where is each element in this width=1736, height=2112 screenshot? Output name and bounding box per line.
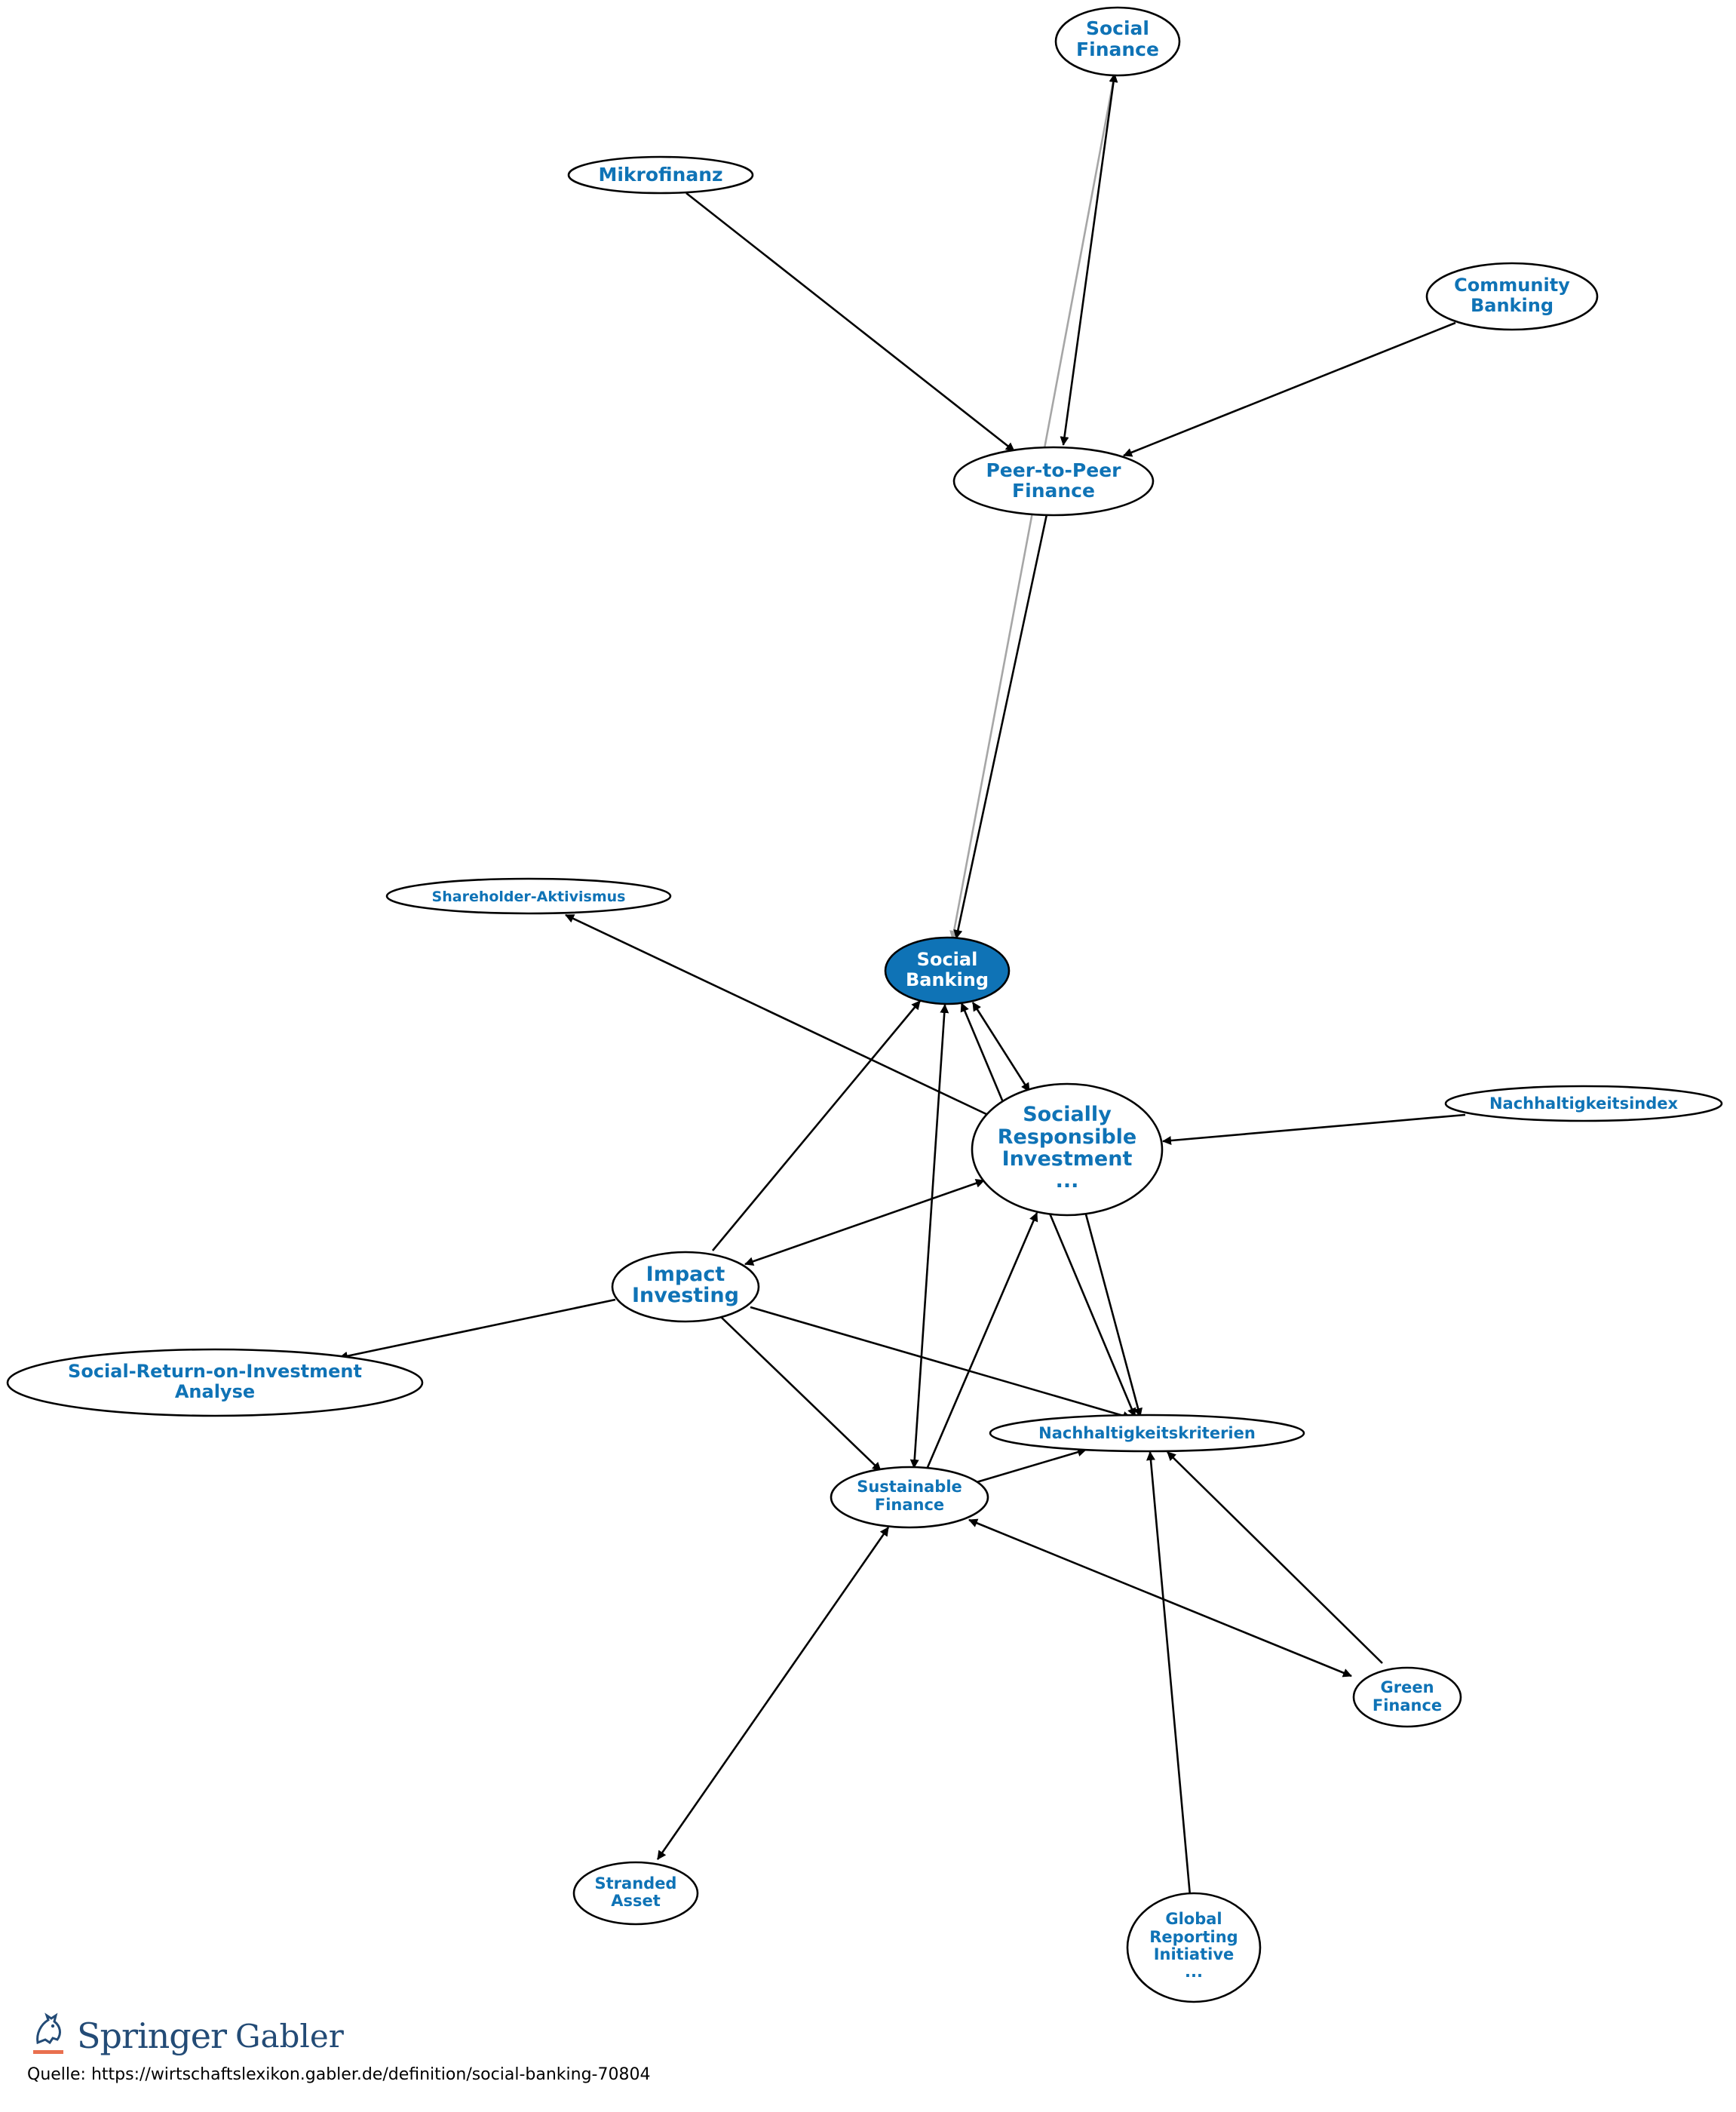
node-label-line: Community	[1454, 275, 1570, 296]
node-label-line: Social	[917, 949, 978, 970]
node-label-line: Nachhaltigkeitskriterien	[1038, 1424, 1256, 1442]
node-nachhaltigkeitsindex[interactable]: Nachhaltigkeitsindex	[1444, 1085, 1723, 1122]
edge-sri-to-kriterien	[1084, 1214, 1143, 1417]
node-label-line: Peer-to-Peer	[986, 459, 1121, 481]
node-sustainable-finance[interactable]: Sustainable Finance	[830, 1466, 989, 1529]
node-community-banking[interactable]: Community Banking	[1425, 262, 1599, 331]
edge-community-banking-to-peer-to-peer	[1123, 321, 1456, 457]
node-label-line: Sustainable	[857, 1478, 962, 1496]
edge-green-finance-to-kriterien	[1167, 1451, 1383, 1664]
node-label-line: Finance	[1012, 480, 1095, 502]
node-socially-responsible-investment[interactable]: Socially Responsible Investment ...	[971, 1082, 1164, 1217]
node-mikrofinanz[interactable]: Mikrofinanz	[567, 155, 754, 195]
node-label-line: Social-Return-on-Investment	[68, 1361, 362, 1382]
node-label-line: Banking	[906, 969, 989, 990]
node-social-finance[interactable]: Social Finance	[1054, 6, 1181, 77]
springer-gabler-logo[interactable]: Springer Gabler	[30, 2012, 344, 2059]
node-label-line: Initiative	[1154, 1945, 1235, 1963]
node-label-line: Asset	[611, 1892, 661, 1910]
edge-mikrofinanz-to-peer-to-peer	[686, 192, 1015, 453]
node-label-line: Finance	[1076, 38, 1159, 60]
edge-social-finance-peer-to-peer	[1060, 73, 1118, 446]
brand-gabler: Gabler	[235, 2017, 344, 2055]
node-global-reporting-initiative[interactable]: Global Reporting Initiative ...	[1126, 1892, 1262, 2003]
edge-impact-investing-sri	[744, 1178, 985, 1266]
node-label-line: Finance	[875, 1496, 944, 1514]
node-social-banking[interactable]: Social Banking	[884, 936, 1011, 1005]
brand-springer: Springer	[77, 2015, 227, 2056]
node-label-line: Reporting	[1149, 1928, 1238, 1946]
node-label-line: Analyse	[175, 1381, 255, 1402]
edge-social-banking-sri	[971, 1002, 1031, 1092]
edge-sustainable-to-kriterien	[976, 1447, 1087, 1484]
node-label-line: Banking	[1471, 295, 1554, 316]
edge-impact-investing-to-sustainable	[719, 1315, 882, 1472]
node-impact-investing[interactable]: Impact Investing	[611, 1251, 760, 1323]
node-label-line: Social	[1086, 17, 1149, 39]
node-label-line: Stranded	[595, 1874, 677, 1893]
node-green-finance[interactable]: Green Finance	[1352, 1666, 1462, 1728]
edge-impact-investing-to-sroi	[339, 1298, 616, 1361]
edge-nachhaltigkeitsindex-to-sri	[1162, 1113, 1466, 1146]
node-label-line: Finance	[1373, 1696, 1442, 1714]
edge-gri-to-kriterien	[1146, 1451, 1192, 1896]
node-label-line: Investment	[1002, 1147, 1133, 1171]
node-label-line: Green	[1380, 1678, 1434, 1696]
node-sroi-analyse[interactable]: Social-Return-on-Investment Analyse	[6, 1348, 424, 1417]
node-label-line: Mikrofinanz	[598, 164, 722, 186]
node-label-line: Socially	[1023, 1103, 1112, 1126]
node-shareholder-aktivismus[interactable]: Shareholder-Aktivismus	[385, 877, 672, 915]
node-label-line: Global	[1165, 1910, 1222, 1928]
edge-sustainable-green-finance	[968, 1518, 1352, 1678]
edges	[339, 73, 1466, 1896]
node-label-line: Impact	[646, 1263, 725, 1286]
node-label-line: ...	[1185, 1963, 1203, 1981]
node-label-line: Shareholder-Aktivismus	[432, 889, 626, 905]
edge-sustainable-stranded-asset	[656, 1527, 890, 1860]
node-label-line: Responsible	[998, 1125, 1137, 1149]
edge-social-banking-sustainable	[909, 1004, 949, 1469]
node-stranded-asset[interactable]: Stranded Asset	[572, 1861, 699, 1926]
node-label-line: Nachhaltigkeitsindex	[1489, 1094, 1679, 1113]
node-label-line: Investing	[632, 1284, 739, 1307]
source-citation: Quelle: https://wirtschaftslexikon.gable…	[27, 2065, 651, 2084]
edge-peer-to-peer-to-social-banking	[953, 514, 1048, 939]
node-peer-to-peer-finance[interactable]: Peer-to-Peer Finance	[952, 446, 1155, 517]
node-label-line: ...	[1056, 1169, 1079, 1193]
node-nachhaltigkeitskriterien[interactable]: Nachhaltigkeitskriterien	[989, 1414, 1305, 1453]
springer-horse-icon	[33, 2012, 63, 2054]
